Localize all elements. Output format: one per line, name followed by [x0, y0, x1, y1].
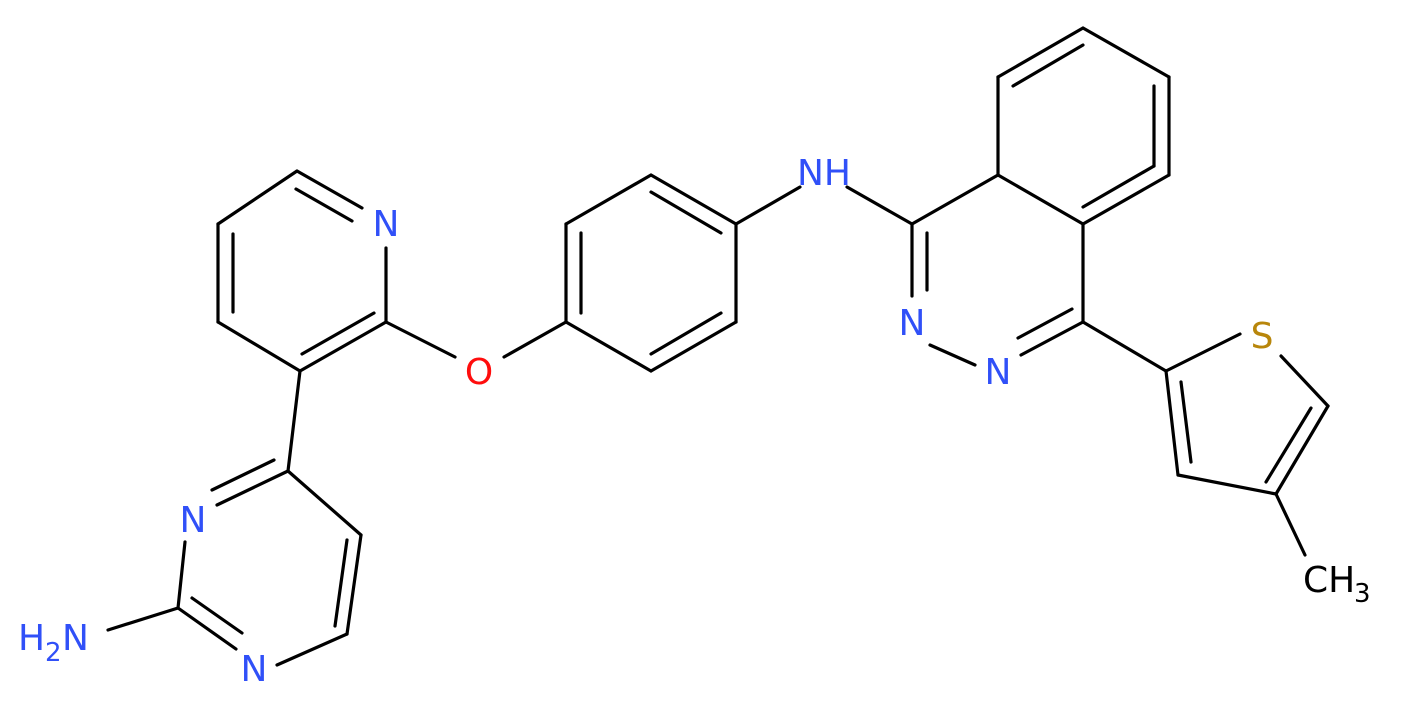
bond: [1274, 404, 1330, 496]
bond: [1081, 173, 1171, 226]
atom-label-nh2-h: H: [18, 618, 45, 659]
atom-label-ch3: CH: [1303, 560, 1355, 601]
bond: [649, 190, 723, 235]
bond: [564, 173, 653, 226]
bond: [928, 343, 977, 367]
bond: [1081, 320, 1168, 373]
bonds: [106, 26, 1330, 667]
bond: [1081, 164, 1156, 209]
bond: [1164, 369, 1180, 477]
bond: [1274, 492, 1307, 557]
bond: [502, 320, 568, 359]
bond: [649, 311, 723, 356]
bond: [190, 596, 244, 635]
bond: [106, 606, 180, 632]
atom-label-n-phthalazine-1: N: [899, 303, 926, 344]
bond: [286, 369, 302, 473]
bond: [286, 469, 363, 537]
bond: [176, 540, 187, 610]
bond: [275, 632, 349, 667]
bond: [1279, 354, 1330, 408]
bond: [1264, 406, 1313, 484]
bond: [1081, 26, 1171, 79]
bond: [1164, 332, 1242, 373]
bond: [734, 185, 802, 226]
atom-label-o-ether: O: [465, 352, 493, 393]
bond: [216, 320, 302, 373]
bond: [910, 173, 1000, 226]
atom-label-n-phthalazine-2: N: [985, 352, 1012, 393]
bond: [1179, 380, 1193, 464]
atom-label-nh2-n: N: [62, 618, 89, 659]
atom-label-n-pyridine: N: [373, 204, 400, 245]
bond: [295, 169, 364, 210]
bond: [564, 320, 653, 373]
bond: [210, 458, 276, 492]
bond: [1019, 320, 1085, 357]
bond: [333, 538, 349, 628]
atom-label-s-thiophene: S: [1251, 316, 1274, 357]
bond: [216, 169, 299, 226]
bond: [996, 26, 1085, 79]
atom-label-nh2-subscript: 2: [45, 638, 62, 668]
bond: [294, 187, 354, 223]
atom-label-nh-amine: NH: [797, 153, 851, 194]
bond: [1176, 473, 1278, 496]
bond: [298, 320, 388, 373]
bond: [384, 320, 457, 359]
bond: [345, 533, 363, 636]
atom-label-ch3-subscript: 3: [1354, 579, 1371, 609]
atom-labels: N O NH N N S N N H 2 N CH 3: [18, 153, 1371, 690]
bond: [215, 469, 290, 507]
bond: [845, 185, 914, 226]
bond: [300, 311, 376, 356]
bond: [1011, 43, 1085, 88]
bond: [649, 320, 738, 373]
bond: [649, 173, 738, 226]
bond: [176, 606, 238, 651]
bond: [996, 173, 1085, 226]
atom-label-n-pyrimidine-1: N: [180, 500, 207, 541]
atom-label-n-pyrimidine-2: N: [241, 649, 268, 690]
bond: [1016, 307, 1074, 340]
